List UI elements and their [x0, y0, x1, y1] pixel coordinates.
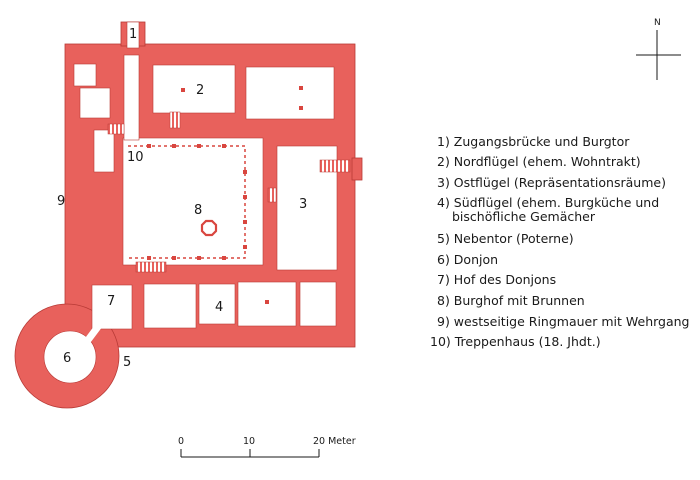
donjon-entrance	[85, 321, 103, 343]
plan-label-6: 6	[63, 351, 71, 366]
plan-labels: 1 2 3 4 5 6 7 8 9 10	[57, 27, 307, 370]
legend: 1) Zugangsbrücke und Burgtor 2) Nordflüg…	[430, 134, 690, 349]
well	[200, 219, 218, 237]
legend-item-2: 2) Nordflügel (ehem. Wohntrakt)	[437, 154, 641, 169]
plan-label-9: 9	[57, 194, 65, 209]
plan-label-5: 5	[123, 355, 131, 370]
compass: N	[636, 18, 681, 80]
plan-label-10: 10	[127, 150, 144, 165]
legend-item-3: 3) Ostflügel (Repräsentationsräume)	[437, 175, 666, 190]
scale-tick-20: 20 Meter	[313, 436, 356, 447]
stairs	[107, 111, 351, 273]
legend-item-10: 10) Treppenhaus (18. Jhdt.)	[430, 334, 601, 349]
legend-item-4: 4) Südflügel (ehem. Burgküche und	[437, 195, 659, 210]
legend-item-7: 7) Hof des Donjons	[437, 272, 556, 287]
scale-tick-10: 10	[243, 436, 255, 447]
legend-item-6: 6) Donjon	[437, 252, 498, 267]
compass-north-label: N	[654, 18, 661, 28]
legend-item-5: 5) Nebentor (Poterne)	[437, 231, 574, 246]
plan-label-8: 8	[194, 203, 202, 218]
legend-item-8: 8) Burghof mit Brunnen	[437, 293, 585, 308]
plan-label-7: 7	[107, 294, 115, 309]
arcade-pillars	[147, 86, 303, 304]
plan-label-2: 2	[196, 83, 204, 98]
legend-item-9: 9) westseitige Ringmauer mit Wehrgang	[437, 314, 690, 329]
legend-item-4-cont: bischöfliche Gemächer	[452, 209, 596, 224]
plan-label-3: 3	[299, 197, 307, 212]
scale-bar: 0 10 20 Meter	[178, 436, 356, 458]
scale-tick-0: 0	[178, 436, 184, 447]
plan-label-4: 4	[215, 300, 223, 315]
plan-label-1: 1	[129, 27, 137, 42]
legend-item-1: 1) Zugangsbrücke und Burgtor	[437, 134, 630, 149]
